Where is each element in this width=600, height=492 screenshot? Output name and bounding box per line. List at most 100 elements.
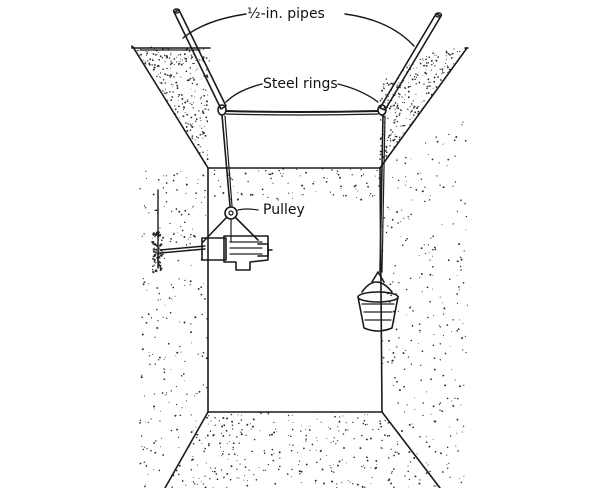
- stipple-dot: [188, 50, 191, 53]
- stipple-dot: [191, 82, 194, 85]
- stipple-dot: [144, 485, 146, 488]
- stipple-dot: [411, 105, 413, 107]
- stipple-dot: [174, 414, 177, 417]
- stipple-dot: [206, 100, 208, 103]
- stipple-dot: [329, 191, 331, 193]
- stipple-dot: [449, 426, 451, 428]
- stipple-dot: [405, 156, 407, 159]
- stipple-dot: [179, 53, 182, 56]
- stipple-dot: [391, 131, 393, 133]
- stipple-dot: [186, 129, 189, 132]
- stipple-dot: [173, 84, 175, 86]
- stipple-dot: [196, 433, 199, 436]
- stipple-dot: [162, 316, 164, 318]
- stipple-dot: [142, 448, 145, 451]
- stipple-dot: [442, 335, 444, 337]
- stipple-dot: [390, 226, 393, 229]
- stipple-dot: [201, 313, 203, 316]
- stipple-dot: [154, 248, 158, 251]
- stipple-dot: [212, 470, 214, 472]
- stipple-dot: [394, 265, 396, 267]
- stipple-dot: [390, 133, 392, 135]
- stipple-dot: [462, 425, 465, 427]
- stipple-dot: [170, 75, 172, 77]
- stipple-dot: [147, 421, 150, 424]
- stipple-dot: [141, 348, 144, 351]
- stipple-dot: [429, 273, 432, 276]
- stipple-dot: [206, 434, 209, 437]
- stipple-dot: [177, 96, 179, 98]
- stipple-dot: [460, 404, 462, 406]
- stipple-dot: [454, 155, 456, 157]
- stipple-dot: [428, 199, 431, 201]
- stipple-dot: [180, 58, 182, 60]
- stipple-dot: [341, 482, 343, 484]
- stipple-dot: [449, 346, 451, 347]
- stipple-dot: [171, 298, 173, 300]
- stipple-dot: [230, 465, 233, 468]
- stipple-dot: [156, 308, 158, 311]
- stipple-dot: [247, 180, 249, 183]
- stipple-dot: [374, 175, 376, 177]
- stipple-dot: [240, 419, 243, 421]
- right-rope: [379, 114, 386, 273]
- stipple-dot: [409, 105, 411, 108]
- stipple-dot: [151, 64, 153, 66]
- stipple-dot: [396, 451, 398, 453]
- stipple-dot: [244, 172, 247, 175]
- stipple-dot: [189, 129, 192, 131]
- stipple-dot: [141, 445, 143, 447]
- stipple-dot: [141, 374, 143, 376]
- stipple-dot: [432, 52, 434, 54]
- stipple-dot: [141, 316, 143, 319]
- stipple-dot: [388, 435, 391, 437]
- stipple-dot: [163, 206, 165, 207]
- stipple-dot: [425, 72, 428, 75]
- stipple-dot: [407, 82, 409, 84]
- stipple-dot: [181, 229, 184, 232]
- drill-bit: [159, 245, 206, 251]
- stipple-dot: [407, 90, 410, 93]
- stipple-dot: [290, 435, 292, 437]
- stipple-dot: [201, 110, 204, 113]
- stipple-dot: [418, 323, 421, 325]
- stipple-dot: [265, 469, 267, 471]
- stipple-dot: [244, 474, 246, 477]
- stipple-dot: [421, 58, 424, 60]
- stipple-dot: [453, 139, 456, 142]
- stipple-dot: [244, 458, 246, 461]
- stipple-dot: [312, 182, 315, 185]
- stipple-dot: [160, 410, 162, 412]
- stipple-dot: [412, 117, 413, 119]
- stipple-dot: [230, 413, 233, 416]
- stipple-dot: [287, 434, 289, 436]
- stipple-dot: [201, 131, 204, 133]
- stipple-dot: [156, 287, 159, 289]
- stipple-dot: [427, 244, 430, 246]
- stipple-dot: [236, 477, 238, 479]
- stipple-dot: [164, 394, 166, 396]
- stipple-dot: [395, 135, 398, 138]
- stipple-dot: [197, 353, 199, 355]
- stipple-dot: [410, 103, 413, 105]
- stipple-dot: [345, 194, 347, 197]
- stipple-dot: [456, 330, 459, 332]
- stipple-dot: [439, 402, 442, 404]
- stipple-dot: [139, 188, 141, 190]
- stipple-dot: [199, 59, 201, 61]
- stipple-dot: [213, 470, 216, 473]
- stipple-dot: [385, 78, 387, 80]
- stipple-dot: [159, 81, 161, 83]
- stipple-dot: [426, 86, 428, 88]
- stipple-dot: [301, 194, 303, 196]
- stipple-dot: [153, 469, 155, 471]
- stipple-dot: [319, 458, 322, 460]
- rings-leader-right: [337, 83, 379, 103]
- stipple-dot: [173, 58, 176, 60]
- stipple-dot: [427, 153, 429, 156]
- stipple-dot: [163, 54, 166, 57]
- stipple-dot: [170, 238, 172, 240]
- stipple-dot: [438, 403, 441, 405]
- stipple-dot: [305, 428, 307, 430]
- stipple-dot: [152, 270, 155, 274]
